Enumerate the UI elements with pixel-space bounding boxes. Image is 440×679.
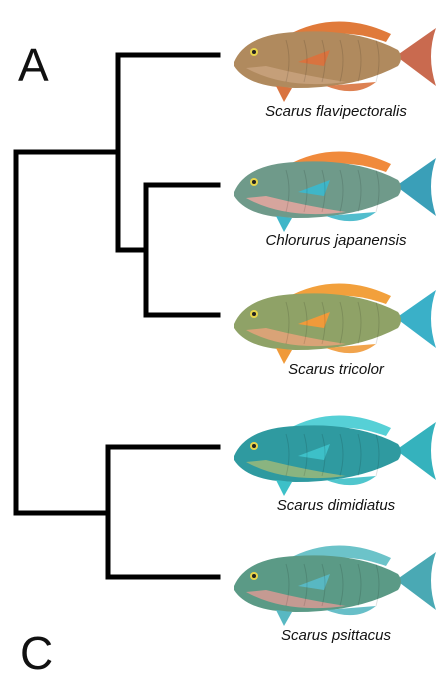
fish-pupil: [252, 444, 256, 448]
pelvic-fin: [276, 610, 292, 626]
pelvic-fin: [276, 216, 292, 232]
species-label-dimidiatus: Scarus dimidiatus: [236, 497, 436, 514]
tail-fin: [396, 422, 436, 480]
species-label-japanensis: Chlorurus japanensis: [236, 232, 436, 249]
tail-fin: [396, 552, 436, 610]
pelvic-fin: [276, 480, 292, 496]
fish-pupil: [252, 312, 256, 316]
fish-pupil: [252, 574, 256, 578]
panel-label-a: A: [18, 42, 49, 88]
fish-pupil: [252, 50, 256, 54]
tail-fin: [396, 158, 436, 216]
tail-fin: [396, 290, 436, 348]
panel-label-c: C: [20, 630, 53, 676]
species-label-tricolor: Scarus tricolor: [236, 361, 436, 378]
tail-fin: [396, 28, 436, 86]
fish-pupil: [252, 180, 256, 184]
fish-image-dimidiatus: [226, 400, 440, 500]
species-label-psittacus: Scarus psittacus: [236, 627, 436, 644]
fish-image-tricolor: [226, 268, 440, 368]
species-label-flavipectoralis: Scarus flavipectoralis: [236, 103, 436, 120]
figure: A C Scarus flavipectoralis Chlorurus jap…: [0, 0, 440, 648]
fish-image-japanensis: [226, 136, 440, 236]
pelvic-fin: [276, 86, 292, 102]
fish-image-psittacus: [226, 530, 440, 630]
fish-image-flavipectoralis: [226, 6, 440, 106]
